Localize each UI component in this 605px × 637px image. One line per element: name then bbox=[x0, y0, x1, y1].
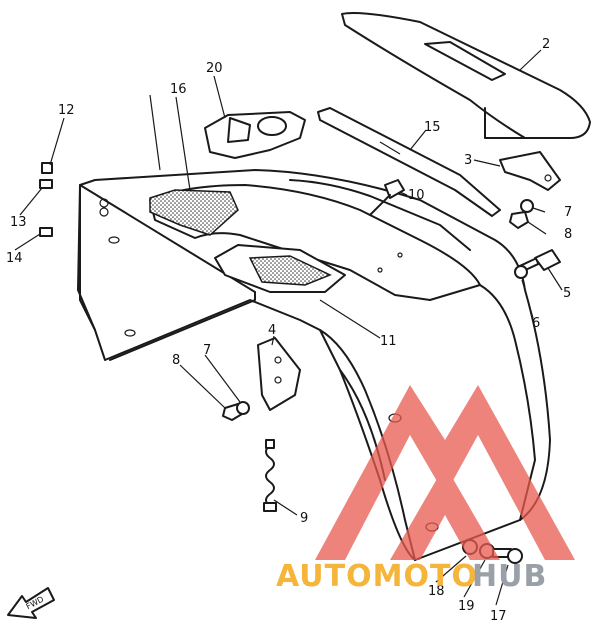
watermark-text-hub: HUB bbox=[472, 559, 547, 594]
nut-8-right bbox=[509, 211, 529, 229]
callout-10: 10 bbox=[408, 188, 425, 203]
callout-14: 14 bbox=[6, 251, 23, 266]
callout-15: 15 bbox=[424, 120, 441, 135]
callout-5: 5 bbox=[563, 286, 571, 301]
spring-part-9 bbox=[263, 439, 277, 512]
callout-8-right: 8 bbox=[564, 227, 572, 242]
callout-13: 13 bbox=[10, 215, 27, 230]
callout-7-right: 7 bbox=[564, 205, 572, 220]
washer-7-left bbox=[236, 401, 250, 415]
callout-4: 4 bbox=[268, 323, 276, 338]
grip-pad-11 bbox=[214, 244, 346, 293]
bracket-part-4 bbox=[257, 337, 301, 411]
callout-numbers: 2 3 7 8 5 6 15 10 11 20 16 12 13 14 4 8 … bbox=[6, 37, 572, 624]
tab-part-14 bbox=[39, 227, 53, 237]
callout-6: 6 bbox=[532, 316, 540, 331]
callout-3: 3 bbox=[464, 153, 472, 168]
callout-11: 11 bbox=[380, 334, 397, 349]
callout-18: 18 bbox=[428, 584, 445, 599]
seat-pad-part bbox=[204, 111, 306, 159]
callout-8-left: 8 bbox=[172, 353, 180, 368]
callout-17: 17 bbox=[490, 609, 507, 624]
leader-lines bbox=[14, 49, 563, 606]
fwd-arrow-icon: FWD bbox=[7, 587, 55, 619]
tab-part-12 bbox=[41, 162, 53, 174]
callout-19: 19 bbox=[458, 599, 475, 614]
rear-fender-body bbox=[77, 169, 551, 561]
trim-strip-part bbox=[317, 107, 501, 217]
tab-part-13 bbox=[39, 179, 53, 189]
callout-9: 9 bbox=[300, 511, 308, 526]
washer-6 bbox=[514, 265, 528, 279]
bolt-10 bbox=[369, 179, 405, 216]
washer-7-right bbox=[520, 199, 534, 213]
watermark-text-automoto: AUTOMOTO bbox=[276, 559, 478, 594]
bracket-part-3 bbox=[499, 151, 561, 191]
watermark-logo-icon bbox=[315, 385, 575, 560]
callout-2: 2 bbox=[542, 37, 550, 52]
callout-7-left: 7 bbox=[203, 343, 211, 358]
top-cover-part bbox=[341, 12, 591, 139]
callout-20: 20 bbox=[206, 61, 223, 76]
callout-16: 16 bbox=[170, 82, 187, 97]
callout-12: 12 bbox=[58, 103, 75, 118]
grip-pad-16 bbox=[149, 189, 239, 236]
